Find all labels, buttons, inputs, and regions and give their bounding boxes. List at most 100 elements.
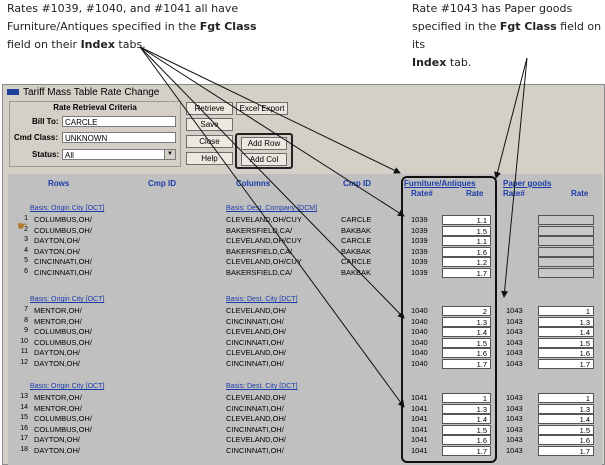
furniture-rate-number: 1039 [411,267,428,277]
left-annotation-line-3: field on their Index tabs. [7,38,146,51]
paper-rate-input[interactable]: 1.5 [538,424,594,435]
paper-rate-number: 1043 [506,316,523,326]
row-origin: DAYTON,OH/ [34,246,80,256]
paper-rate-empty-cell [538,246,594,257]
retrieve-button[interactable]: Retrieve [186,102,233,115]
close-button[interactable]: Close [186,135,233,148]
paper-rate-number: 1043 [506,414,523,423]
paper-rate-input[interactable]: 1.3 [538,316,594,327]
basis-origin-link[interactable]: Basis: Origin City [OCT] [30,383,105,390]
paper-rate-empty-cell [538,257,594,267]
column-cmp-id: BAKBAK [341,267,372,277]
chevron-down-icon[interactable]: ▼ [164,150,175,159]
row-number: 5 [24,257,28,264]
paper-rate-input[interactable]: 1 [538,306,594,316]
paper-rate-input[interactable]: 1.7 [538,358,594,369]
furniture-rate-input[interactable]: 1.6 [442,348,491,358]
furniture-rate-input[interactable]: 1.5 [442,225,491,236]
basis-destination-link[interactable]: Basis: Dest. City [DCT] [226,296,298,303]
furniture-header: Furniture/Antiques [404,179,476,188]
row-origin: CINCINNATI,OH/ [34,267,92,277]
paper-rate-input[interactable]: 1.7 [538,445,594,456]
furniture-rate-input[interactable]: 1.7 [442,267,491,278]
furniture-rate-input[interactable]: 1.4 [442,414,491,424]
paper-rate-input[interactable]: 1 [538,393,594,403]
furniture-rate-number: 1041 [411,414,428,423]
row-origin: MENTOR,OH/ [34,393,82,402]
furniture-rate-input[interactable]: 1.1 [442,215,491,225]
column-cmp-id: CARCLE [341,257,372,266]
paper-rate-number: 1043 [506,327,523,336]
paper-rate-number: 1043 [506,337,523,347]
help-button[interactable]: Help [186,152,233,165]
furniture-rate-input[interactable]: 1.5 [442,424,491,435]
excel-export-button[interactable]: Excel Export [236,102,288,115]
row-origin: COLUMBUS,OH/ [34,337,92,347]
row-origin: DAYTON,OH/ [34,348,80,357]
furniture-rate-number: 1040 [411,348,428,357]
row-origin: COLUMBUS,OH/ [34,414,92,423]
column-destination: CLEVELAND,OH/ [226,393,287,402]
furniture-rate-input[interactable]: 1.6 [442,435,491,445]
cmd-class-input[interactable]: UNKNOWN [62,132,176,143]
furniture-rate-input[interactable]: 1.7 [442,445,491,456]
add-col-button[interactable]: Add Col [241,153,287,166]
status-label: Status: [32,150,60,159]
column-destination: CINCINNATI,OH/ [226,358,284,368]
paper-rate-number: 1043 [506,306,523,315]
furniture-rate-input[interactable]: 1.3 [442,403,491,414]
row-origin: COLUMBUS,OH/ [34,424,92,434]
basis-origin-link[interactable]: Basis: Origin City [OCT] [30,205,105,212]
right-annotation: Rate #1043 has Paper goods specified in … [412,0,602,72]
furniture-rate-input[interactable]: 2 [442,306,491,316]
furniture-rate-number: 1039 [411,236,428,245]
paper-rate-input[interactable]: 1.6 [538,348,594,358]
furniture-rate-number: 1040 [411,316,428,326]
row-origin: DAYTON,OH/ [34,445,80,455]
paper-rate-number: 1043 [506,403,523,413]
status-value: All [65,151,74,160]
cmp-id-header: Cmp ID [148,179,176,188]
basis-destination-link[interactable]: Basis: Dest. Company [DCM] [226,205,318,212]
column-destination: CINCINNATI,OH/ [226,337,284,347]
furniture-rate-input[interactable]: 1.5 [442,337,491,348]
paper-rate-input[interactable]: 1.4 [538,414,594,424]
row-origin: COLUMBUS,OH/ [34,327,92,336]
status-select[interactable]: All ▼ [62,149,176,160]
rate-number-header-2: Rate# [503,189,525,198]
furniture-rate-input[interactable]: 1.1 [442,236,491,246]
save-button[interactable]: Save [186,118,233,131]
rate-grid: Rows Cmp ID Columns Cmp ID Furniture/Ant… [8,174,602,465]
column-destination: BAKERSFIELD,CA/ [226,246,293,256]
row-number: 13 [20,393,28,400]
right-annotation-line-3: Index tab. [412,56,472,69]
rate-header: Rate [466,189,484,198]
basis-origin-link[interactable]: Basis: Origin City [OCT] [30,296,105,303]
row-number: 14 [20,403,28,411]
furniture-rate-number: 1040 [411,337,428,347]
furniture-rate-input[interactable]: 1.3 [442,316,491,327]
furniture-rate-number: 1040 [411,327,428,336]
paper-rate-input[interactable]: 1.4 [538,327,594,337]
paper-rate-input[interactable]: 1.3 [538,403,594,414]
row-origin: COLUMBUS,OH/ [34,215,92,224]
add-row-button[interactable]: Add Row [241,137,287,150]
basis-destination-link[interactable]: Basis: Dest. City [DCT] [226,383,298,390]
row-number: 16 [20,424,28,432]
paper-rate-number: 1043 [506,445,523,455]
column-destination: CINCINNATI,OH/ [226,445,284,455]
bill-to-input[interactable]: CARCLE [62,116,176,127]
furniture-rate-number: 1039 [411,257,428,266]
furniture-rate-number: 1040 [411,358,428,368]
furniture-column-highlight [401,176,497,463]
paper-rate-empty-cell [538,215,594,225]
furniture-rate-input[interactable]: 1.2 [442,257,491,267]
furniture-rate-input[interactable]: 1.6 [442,246,491,257]
paper-rate-input[interactable]: 1.5 [538,337,594,348]
column-destination: BAKERSFIELD,CA/ [226,267,293,277]
row-origin: DAYTON,OH/ [34,435,80,444]
furniture-rate-input[interactable]: 1.7 [442,358,491,369]
paper-rate-input[interactable]: 1.6 [538,435,594,445]
furniture-rate-input[interactable]: 1 [442,393,491,403]
furniture-rate-input[interactable]: 1.4 [442,327,491,337]
